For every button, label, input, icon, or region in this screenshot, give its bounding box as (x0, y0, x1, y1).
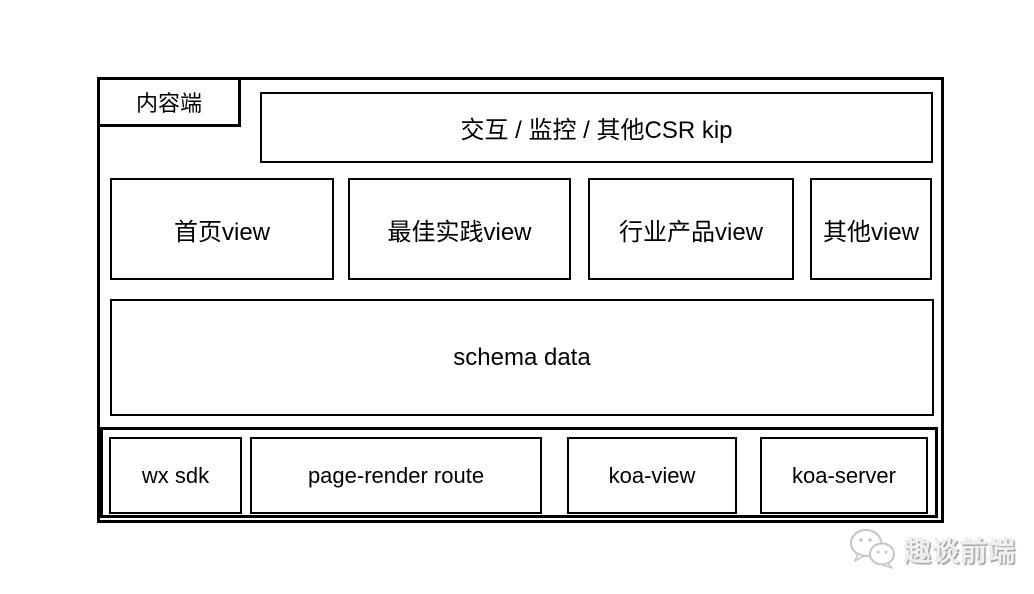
koa-view-label: koa-view (608, 462, 696, 488)
schema-data-box: schema data (110, 299, 934, 416)
csr-interaction-label: 交互 / 监控 / 其他CSR kip (460, 117, 733, 144)
page-render-route-box: page-render route (250, 437, 542, 514)
koa-server-box: koa-server (760, 437, 928, 514)
wx-sdk-box: wx sdk (109, 437, 242, 514)
page-render-route-label: page-render route (307, 462, 485, 488)
home-view-box: 首页view (110, 178, 334, 280)
other-view-label: 其他view (822, 218, 919, 246)
container-title-box: 内容端 (97, 77, 241, 127)
best-practice-view-box: 最佳实践view (348, 178, 571, 280)
content-side-container (97, 77, 944, 523)
schema-data-label: schema data (453, 343, 591, 371)
other-view-box: 其他view (810, 178, 932, 280)
wechat-icon (850, 529, 895, 569)
server-layer-container (100, 427, 938, 518)
industry-product-view-box: 行业产品view (588, 178, 794, 280)
csr-interaction-bar: 交互 / 监控 / 其他CSR kip (260, 92, 933, 163)
home-view-label: 首页view (173, 218, 270, 246)
watermark-text: 趣谈前端 (904, 536, 1016, 567)
koa-view-box: koa-view (567, 437, 737, 514)
container-title: 内容端 (135, 91, 202, 116)
koa-server-label: koa-server (792, 462, 896, 488)
best-practice-view-label: 最佳实践view (387, 218, 532, 246)
watermark: 趣谈前端 (848, 528, 1016, 570)
industry-product-view-label: 行业产品view (618, 218, 763, 246)
wx-sdk-label: wx sdk (141, 462, 210, 488)
